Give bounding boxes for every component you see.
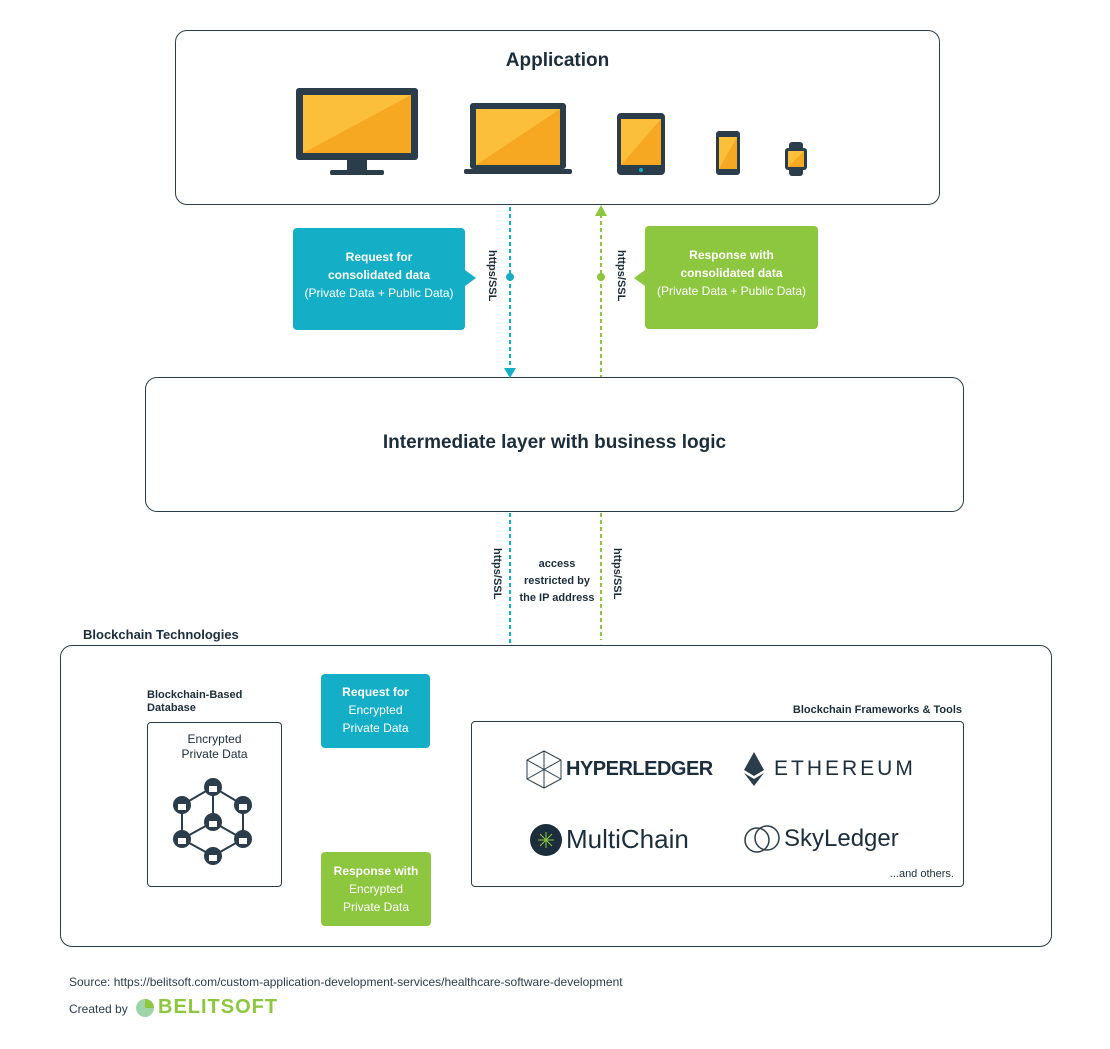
bubble-line: Response with [689, 248, 774, 262]
bubble-line: (Private Data + Public Data) [656, 284, 807, 298]
skyledger-icon [744, 825, 780, 853]
request-consolidated-bubble: Request for consolidated data (Private D… [293, 228, 465, 330]
frameworks-title: Blockchain Frameworks & Tools [792, 704, 962, 716]
skyledger-logo-text: SkyLedger [784, 825, 899, 852]
multichain-icon [530, 824, 562, 856]
hyperledger-logo-text: HYPERLEDGER [566, 758, 713, 780]
access-note: access restricted by the IP address [512, 556, 602, 607]
bubble-line: Response with [333, 864, 419, 878]
ethereum-icon [744, 752, 764, 786]
note-line: the IP address [519, 592, 595, 604]
bubble-line: consolidated data [327, 268, 431, 282]
tablet-icon [617, 113, 665, 175]
bubble-line: Private Data [342, 721, 409, 735]
blockchain-box [60, 645, 1052, 947]
watch-icon [785, 142, 807, 176]
bubble-line: (Private Data + Public Data) [304, 286, 454, 300]
db-label-line: Encrypted [187, 732, 242, 746]
db-label: Encrypted Private Data [147, 732, 282, 762]
bubble-line: Request for [342, 685, 409, 699]
intermediate-title: Intermediate layer with business logic [382, 432, 727, 453]
bubble-line: consolidated data [680, 266, 783, 280]
db-label-line: Private Data [181, 747, 248, 761]
bubble-line: Private Data [342, 900, 410, 914]
application-title: Application [505, 50, 610, 71]
request-encrypted-bubble: Request for Encrypted Private Data [321, 674, 430, 748]
blockchain-section-title: Blockchain Technologies [83, 627, 239, 642]
response-consolidated-bubble: Response with consolidated data (Private… [645, 226, 818, 329]
source-text: Source: https://belitsoft.com/custom-app… [69, 975, 623, 989]
response-encrypted-bubble: Response with Encrypted Private Data [321, 852, 431, 926]
frameworks-box [471, 721, 964, 887]
hyperledger-icon [526, 750, 562, 789]
laptop-icon [464, 103, 572, 174]
others-text: ...and others. [889, 868, 954, 880]
db-title-line: Database [147, 702, 196, 714]
request-arrow-top [504, 368, 516, 378]
db-title-line: Blockchain-Based [147, 689, 243, 701]
ethereum-logo-text: ETHEREUM [774, 757, 916, 780]
db-box [147, 722, 282, 887]
created-by-text: Created by [69, 1002, 128, 1016]
bubble-line: Encrypted [348, 703, 403, 717]
belitsoft-logo-text: BELITSOFT [158, 996, 279, 1018]
note-line: access [538, 558, 576, 570]
phone-icon [716, 131, 740, 175]
db-title: Blockchain-Based Database [147, 689, 242, 715]
bubble-line: Encrypted [348, 882, 404, 896]
monitor-icon [296, 88, 418, 175]
response-arrow-top [595, 205, 607, 216]
note-line: restricted by [523, 575, 591, 587]
intermediate-box [145, 377, 964, 512]
bubble-line: Request for [345, 250, 413, 264]
multichain-logo-text: MultiChain [566, 824, 689, 854]
